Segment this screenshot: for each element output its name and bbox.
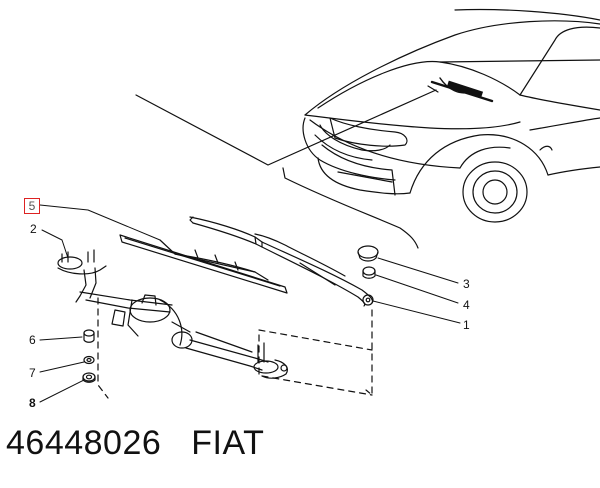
callout-2: 2 [30,222,37,236]
part-caption: 46448026 FIAT [6,424,264,463]
car-illustration [302,8,600,223]
callout-7: 7 [29,366,36,380]
callout-6: 6 [29,333,36,347]
wiper-arm [189,216,374,307]
section-lines [135,85,439,249]
brand-name: FIAT [191,424,265,462]
alignment-lines [97,297,373,399]
cap-and-nut [357,245,379,279]
callout-8: 8 [29,396,36,410]
callout-3: 3 [463,277,470,291]
wiper-blade [119,234,288,294]
part-number: 46448026 [6,424,162,462]
fasteners [82,329,96,383]
callout-leaders [39,204,461,403]
callout-4: 4 [463,298,470,312]
wiper-linkage [57,249,288,379]
callout-1: 1 [463,318,470,332]
callout-5: 5 [24,198,40,214]
